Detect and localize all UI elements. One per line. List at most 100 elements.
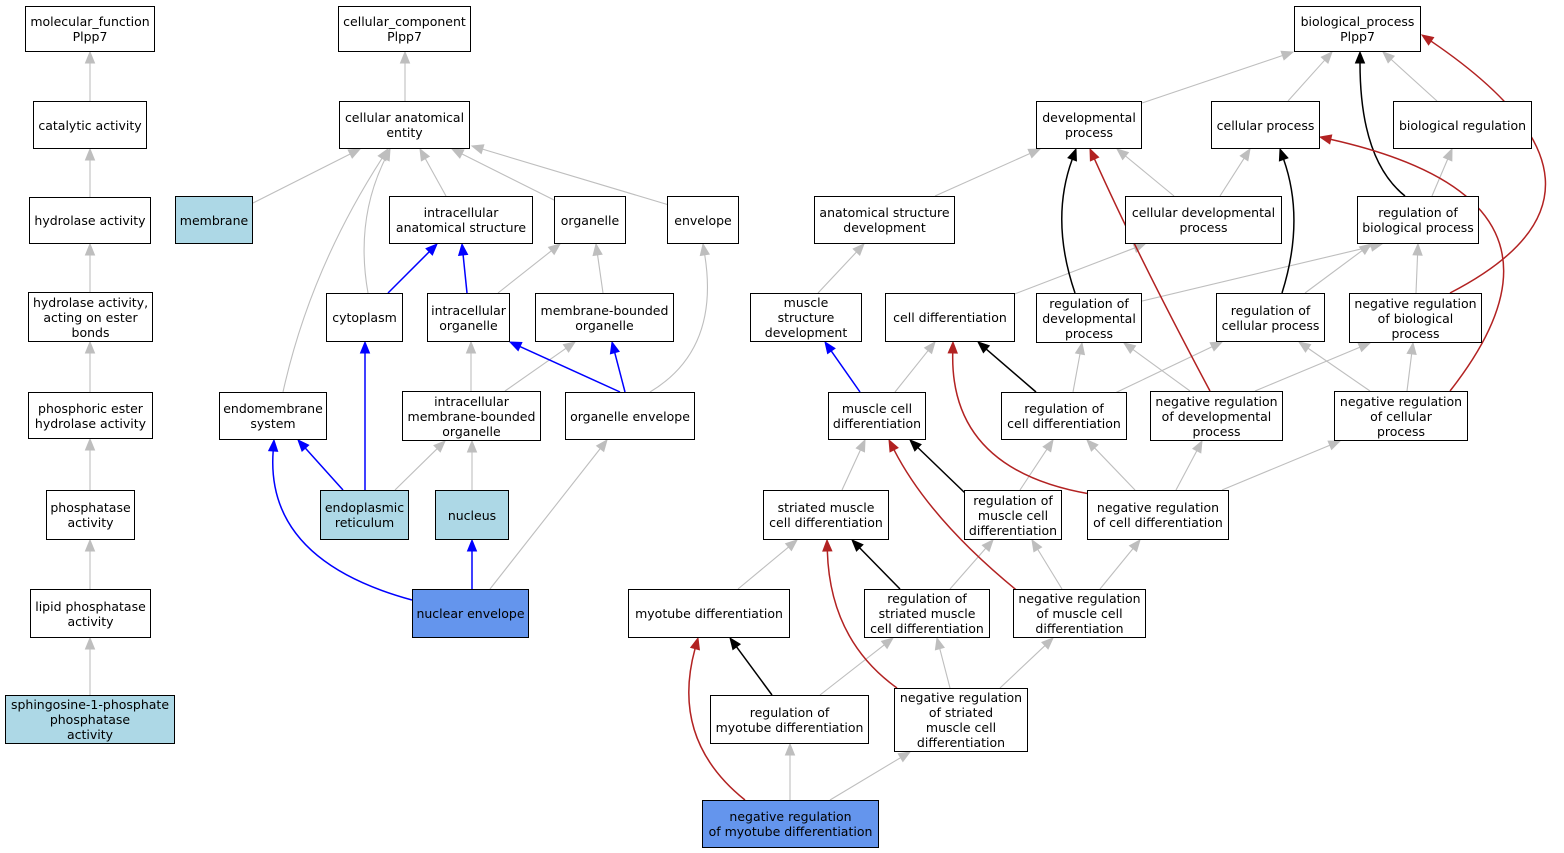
node-nrcd[interactable]: negative regulation of cell differentiat…	[1087, 490, 1229, 540]
edge-ne-to-nucleus	[466, 538, 478, 589]
edge-rbp-to-bp	[1354, 50, 1406, 197]
node-mbo[interactable]: membrane-bounded organelle	[535, 293, 674, 342]
edge-nrsmcd-to-nrmcd	[999, 637, 1054, 689]
node-cp[interactable]: cellular process	[1211, 101, 1320, 149]
edge-br-to-bp	[1382, 51, 1438, 102]
node-ne[interactable]: nuclear envelope	[412, 589, 529, 638]
node-membrane[interactable]: membrane	[175, 196, 253, 244]
edge-organelle-to-cae	[450, 148, 557, 202]
edge-nrcd-to-rcd	[1086, 439, 1136, 491]
node-celldiff[interactable]: cell differentiation	[885, 293, 1015, 342]
edge-rmcd-to-mcd	[909, 439, 966, 494]
edge-rmd-to-myotube	[729, 636, 773, 696]
node-nrsmcd[interactable]: negative regulation of striated muscle c…	[894, 688, 1028, 752]
edge-nrcp-to-nrbp	[1406, 341, 1417, 392]
node-organelle[interactable]: organelle	[554, 196, 626, 244]
edge-nrcd-to-celldiff	[947, 340, 1091, 495]
edge-cp-to-bp	[1287, 51, 1333, 102]
node-rcd[interactable]: regulation of cell differentiation	[1001, 392, 1127, 440]
edge-ias-to-cae	[419, 147, 447, 197]
edge-oe-to-mbo	[609, 340, 626, 393]
edge-rcp-to-cp	[1278, 147, 1295, 294]
edge-s1p-to-lipid_phosphatase	[84, 636, 96, 695]
edge-mbo-to-organelle	[592, 242, 604, 294]
node-bp[interactable]: biological_process Plpp7	[1294, 6, 1421, 52]
edge-membrane-to-cae	[252, 148, 362, 204]
edge-celldiff-to-cdp	[1011, 243, 1147, 296]
node-msd[interactable]: muscle structure development	[750, 293, 862, 342]
edge-nrdp-to-nrbp	[1254, 342, 1372, 392]
node-rbp[interactable]: regulation of biological process	[1357, 196, 1479, 244]
edge-cdp-to-dev	[1115, 148, 1175, 197]
node-asd[interactable]: anatomical structure development	[814, 196, 955, 244]
node-cc[interactable]: cellular_component Plpp7	[338, 6, 471, 52]
edge-mcd-to-msd	[824, 340, 861, 393]
node-phosphatase[interactable]: phosphatase activity	[46, 490, 135, 540]
node-rdp[interactable]: regulation of developmental process	[1036, 293, 1142, 343]
edge-rmcd-to-rcd	[1019, 438, 1054, 491]
edge-cytoplasm-to-ias	[387, 243, 438, 294]
edge-mcd-to-celldiff	[894, 340, 936, 393]
node-endomembrane[interactable]: endomembrane system	[219, 392, 327, 440]
node-dev[interactable]: developmental process	[1036, 101, 1142, 149]
node-rmd[interactable]: regulation of myotube differentiation	[710, 695, 869, 744]
edge-rcd-to-rcp	[1114, 341, 1224, 394]
node-cae[interactable]: cellular anatomical entity	[339, 101, 470, 149]
node-lipid-phosphatase[interactable]: lipid phosphatase activity	[30, 589, 151, 638]
node-rsmcd[interactable]: regulation of striated muscle cell diffe…	[864, 589, 990, 638]
edge-nrcd-to-nrdp	[1175, 439, 1203, 491]
node-br[interactable]: biological regulation	[1393, 101, 1532, 149]
edge-envelope-to-cae	[470, 144, 670, 206]
edge-ne-to-endomembrane	[267, 438, 413, 601]
edge-nrmd-to-rmd	[784, 742, 796, 800]
node-envelope[interactable]: envelope	[667, 196, 739, 244]
node-nrcp[interactable]: negative regulation of cellular process	[1334, 391, 1468, 441]
node-nrmd[interactable]: negative regulation of myotube different…	[702, 800, 879, 848]
node-nrdp[interactable]: negative regulation of developmental pro…	[1150, 391, 1283, 441]
node-cytoplasm[interactable]: cytoplasm	[326, 293, 403, 342]
node-myotube[interactable]: myotube differentiation	[628, 589, 790, 638]
edge-rcp-to-rbp	[1304, 243, 1373, 294]
edge-nrmcd-to-nrcd	[1099, 538, 1141, 590]
node-smcd[interactable]: striated muscle cell differentiation	[763, 490, 889, 540]
node-cdp[interactable]: cellular developmental process	[1125, 196, 1282, 244]
node-hydrolase[interactable]: hydrolase activity	[29, 197, 151, 244]
node-catalytic[interactable]: catalytic activity	[33, 101, 147, 149]
edge-dev-to-bp	[1141, 50, 1295, 104]
edge-cytoplasm-to-cae	[363, 147, 391, 294]
node-mf[interactable]: molecular_function Plpp7	[25, 6, 155, 52]
node-rmcd[interactable]: regulation of muscle cell differentiatio…	[964, 490, 1062, 540]
node-io[interactable]: intracellular organelle	[427, 293, 510, 342]
edge-nrcp-to-rcp	[1297, 341, 1371, 392]
edge-ne-to-oe	[489, 438, 608, 590]
edge-nrmd-to-nrsmcd	[829, 751, 912, 801]
node-nrmcd[interactable]: negative regulation of muscle cell diffe…	[1013, 589, 1146, 638]
edge-nrbp-to-bp	[1420, 34, 1547, 294]
node-mcd[interactable]: muscle cell differentiation	[828, 392, 926, 440]
node-er[interactable]: endoplasmic reticulum	[320, 490, 409, 540]
edge-nrmcd-to-rmcd	[1031, 538, 1063, 590]
edge-nrbp-to-rbp	[1412, 242, 1423, 294]
node-nrbp[interactable]: negative regulation of biological proces…	[1349, 293, 1482, 343]
edge-oe-to-envelope	[649, 242, 710, 393]
edge-rmd-to-rsmcd	[819, 637, 895, 696]
edge-endomembrane-to-cae	[282, 147, 389, 393]
edge-phosphoric-to-hydrolase_ester	[84, 340, 96, 392]
node-ias[interactable]: intracellular anatomical structure	[389, 196, 533, 244]
node-s1p[interactable]: sphingosine-1-phosphate phosphatase acti…	[5, 695, 175, 744]
edge-smcd-to-mcd	[841, 438, 866, 491]
node-rcp[interactable]: regulation of cellular process	[1216, 293, 1325, 342]
edge-hydrolase_ester-to-hydrolase	[84, 242, 96, 292]
edge-nrsmcd-to-rsmcd	[934, 636, 951, 689]
node-hydrolase-ester[interactable]: hydrolase activity, acting on ester bond…	[28, 292, 153, 342]
node-nucleus[interactable]: nucleus	[435, 490, 509, 540]
edge-er-to-cytoplasm	[359, 340, 371, 490]
edge-rdp-to-dev	[1061, 147, 1077, 294]
node-imbo[interactable]: intracellular membrane-bounded organelle	[402, 391, 541, 441]
edge-nrmcd-to-mcd	[888, 438, 1021, 594]
node-phosphoric[interactable]: phosphoric ester hydrolase activity	[28, 392, 153, 439]
node-oe[interactable]: organelle envelope	[565, 392, 695, 440]
edge-oe-to-io	[508, 341, 621, 393]
